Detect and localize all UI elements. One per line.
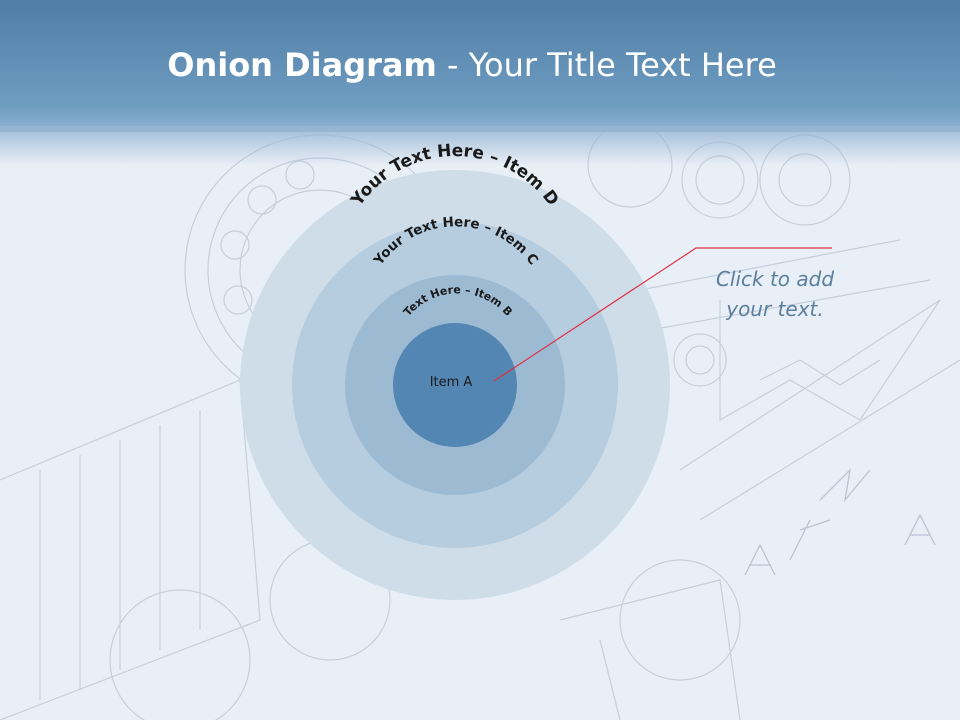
title-bold-part: Onion Diagram [167, 46, 437, 84]
page-title: Onion Diagram - Your Title Text Here [0, 46, 944, 84]
callout-line-1: Click to add [715, 267, 835, 291]
callout-line-2: your text. [726, 297, 824, 321]
title-rest-part: - Your Title Text Here [436, 46, 777, 84]
callout-line [493, 247, 832, 382]
callout-text-box[interactable]: Click to add your text. [690, 264, 860, 324]
title-bar-fade [0, 126, 960, 166]
ring-item-a[interactable] [393, 323, 517, 447]
ring-label-a: Item A [430, 375, 473, 390]
title-bar [0, 0, 960, 132]
